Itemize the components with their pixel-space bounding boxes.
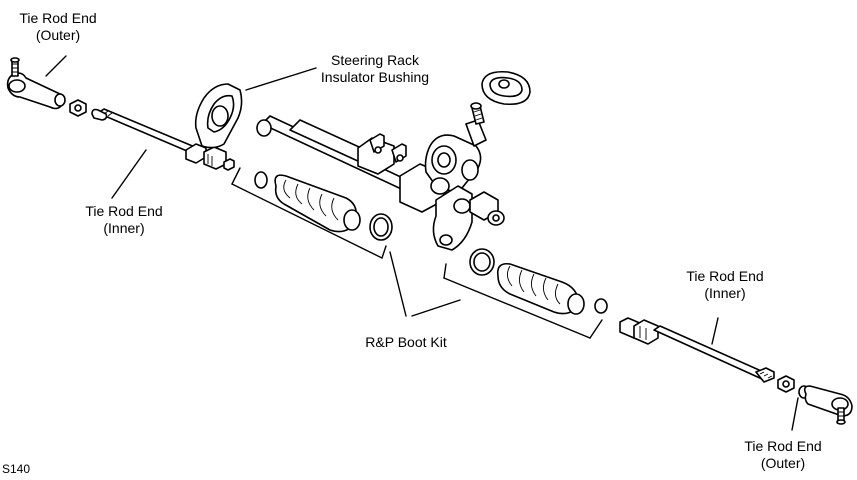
right-boot-kit: [469, 248, 608, 315]
label-tie-rod-end-inner-left: Tie Rod End (Inner): [85, 203, 163, 236]
label-tie-rod-end-outer-right: Tie Rod End (Outer): [744, 438, 822, 471]
left-jam-nut: [69, 99, 87, 117]
right-inner-tie-rod: [619, 317, 775, 383]
leader-lines: [45, 55, 799, 431]
label-steering-rack-insulator-bushing: Steering Rack Insulator Bushing: [320, 52, 430, 85]
left-boot-kit: [254, 171, 393, 241]
right-outer-tie-rod-end: [798, 385, 853, 425]
left-outer-tie-rod-end: [6, 57, 66, 110]
label-tie-rod-end-outer-left: Tie Rod End (Outer): [19, 10, 97, 43]
figure-code: S140: [2, 462, 31, 476]
insulator-bushing: [194, 83, 243, 149]
label-tie-rod-end-inner-right: Tie Rod End (Inner): [686, 268, 764, 301]
left-inner-tie-rod: [91, 108, 235, 171]
pinion-seal: [481, 70, 531, 106]
label-rp-boot-kit: R&P Boot Kit: [365, 334, 447, 350]
steering-rack-housing: [256, 115, 505, 251]
pinion-shaft: [465, 102, 487, 147]
right-jam-nut: [777, 375, 795, 393]
